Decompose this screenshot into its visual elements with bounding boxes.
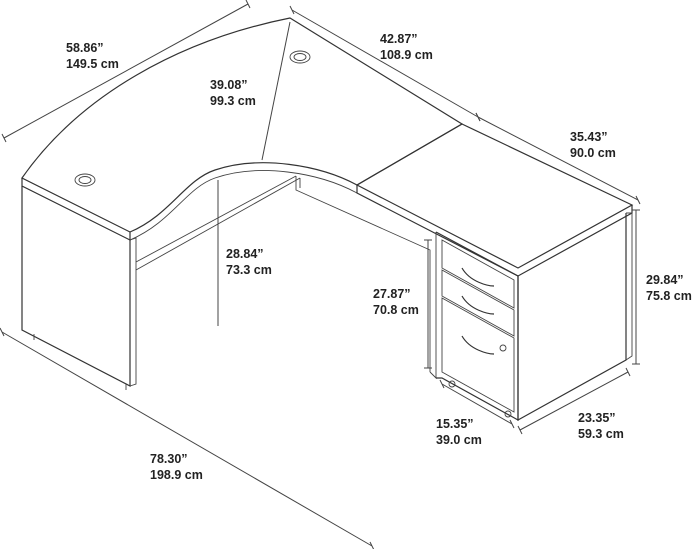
dim-pedestal-width-cm: 39.0 cm: [436, 433, 482, 447]
caster-icon: [504, 410, 512, 418]
dim-total-length-in: 78.30”: [150, 452, 188, 466]
dim-inner-depth-cm: 99.3 cm: [210, 94, 256, 108]
dim-pedestal-height-cm: 70.8 cm: [373, 303, 419, 317]
drawer-3: [441, 297, 515, 413]
dim-total-length-cm: 198.9 cm: [150, 468, 203, 482]
desk-drawing: [21, 17, 634, 422]
dim-pedestal-height-in: 27.87”: [373, 287, 411, 301]
dim-top-right-length-cm: 108.9 cm: [380, 48, 433, 62]
desk-top-surface: [21, 17, 464, 233]
grommet-icon: [74, 173, 96, 187]
dim-pedestal-width-in: 15.35”: [436, 417, 474, 431]
drawer-pull-icon: [461, 295, 495, 315]
dimension-labels: 58.86” 149.5 cm 42.87” 108.9 cm 39.08” 9…: [66, 32, 692, 482]
dim-total-height-in: 29.84”: [646, 273, 684, 287]
drawer-2: [441, 269, 515, 337]
grommet-icon: [289, 50, 311, 64]
return-end-panel: [517, 213, 627, 422]
foot: [33, 334, 127, 390]
dim-top-left-width-in: 58.86”: [66, 41, 104, 55]
drawer-pull-icon: [461, 335, 495, 355]
desk-top-inner-edge: [129, 170, 358, 241]
dim-knee-height-cm: 73.3 cm: [226, 263, 272, 277]
corner-support: [295, 176, 431, 372]
desk-top-edge: [21, 178, 131, 241]
dim-return-length-cm: 90.0 cm: [570, 146, 616, 160]
dim-total-height-cm: 75.8 cm: [646, 289, 692, 303]
dim-inner-depth-in: 39.08”: [210, 78, 248, 92]
dim-top-right-length-in: 42.87”: [380, 32, 418, 46]
dim-return-depth-cm: 59.3 cm: [578, 427, 624, 441]
dim-return-depth-in: 23.35”: [578, 411, 616, 425]
dimension-lines: [0, 0, 641, 549]
drawer-1: [441, 239, 515, 309]
return-top-edge: [356, 185, 633, 277]
dim-knee-height-in: 28.84”: [226, 247, 264, 261]
lock-icon: [499, 344, 507, 352]
left-end-panel: [21, 186, 131, 387]
drawer-pull-icon: [461, 267, 495, 287]
dim-top-left-width-cm: 149.5 cm: [66, 57, 119, 71]
caster-icon: [448, 380, 456, 388]
left-panel-inner: [129, 237, 137, 387]
dim-return-length-in: 35.43”: [570, 130, 608, 144]
